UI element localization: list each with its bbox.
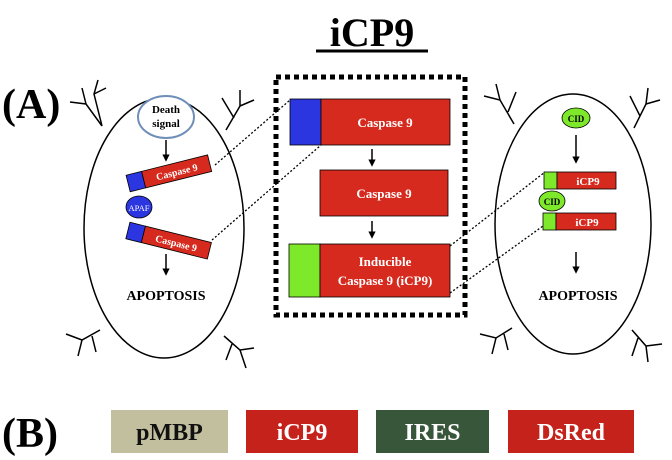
figure-title: iCP9 (330, 10, 414, 55)
dotted-frame (273, 74, 468, 318)
construct-label-ires: IRES (404, 420, 460, 446)
right-dendrite (483, 83, 517, 125)
construct-segment-dsred (508, 410, 634, 453)
construct-label-icp9: iCP9 (277, 420, 328, 446)
left-cell: Death signal Caspase 9 APAF Caspase 9 AP… (65, 79, 255, 369)
caspase9-label: Caspase 9 (357, 115, 413, 130)
cid-molecule (538, 190, 566, 212)
icp9-label: iCP9 (575, 217, 599, 229)
caspase9-bar (320, 98, 451, 146)
right-dendrite (629, 87, 661, 129)
apoptosis-label: APOPTOSIS (126, 289, 205, 304)
left-dendrite (65, 329, 101, 357)
cid-label: CID (544, 197, 561, 207)
death-signal-text: Death (152, 104, 180, 116)
connector-lines (211, 99, 546, 294)
left-dendrite (69, 79, 107, 127)
panel-b-label: (B) (2, 411, 58, 457)
card-domain-blue (289, 98, 322, 146)
construct-segment-icp9 (246, 410, 358, 453)
icp9-bar (555, 212, 617, 231)
caspase9-label: Caspase 9 (356, 186, 412, 201)
connector-line (211, 144, 322, 241)
icp9-label: iCP9 (576, 176, 600, 188)
right-dendrite (631, 329, 663, 363)
construct-map: pMBP iCP9 IRES DsRed (111, 410, 634, 453)
icp9-bar (319, 243, 451, 298)
inducible-label: Inducible (359, 254, 412, 269)
icp9-bar (556, 171, 617, 190)
inducible-label: Caspase 9 (iCP9) (338, 273, 433, 288)
fkbp-domain-green (288, 243, 321, 298)
construct-segment-ires (376, 410, 489, 453)
construct-label-dsred: DsRed (537, 420, 606, 446)
connector-line (214, 99, 291, 166)
left-dendrite (221, 90, 255, 131)
cid-label: CID (568, 114, 585, 124)
construct-label-pmbp: pMBP (136, 420, 203, 446)
caspase9-bar (140, 225, 212, 260)
left-dendrite (223, 335, 255, 369)
right-dendrite (479, 327, 513, 355)
construct-segment-pmbp (111, 410, 228, 453)
panel-a-label: (A) (2, 82, 60, 128)
center-box: Caspase 9 Caspase 9 Inducible Caspase 9 … (273, 74, 468, 318)
fkbp-domain-green (542, 212, 557, 231)
right-cell-membrane (494, 93, 652, 355)
apaf-oval (125, 195, 153, 219)
death-signal-text: signal (152, 118, 180, 130)
death-signal-bubble (137, 95, 195, 139)
right-cell: CID iCP9 CID iCP9 APOPTOSIS (479, 83, 663, 363)
connector-line (449, 171, 546, 247)
caspase9-bar (319, 169, 449, 217)
connector-line (449, 225, 544, 294)
caspase9-bar (141, 154, 213, 189)
cid-molecule (561, 107, 591, 129)
apoptosis-label: APOPTOSIS (538, 289, 617, 304)
apaf-label: APAF (129, 203, 150, 213)
fkbp-domain-green (543, 171, 558, 190)
